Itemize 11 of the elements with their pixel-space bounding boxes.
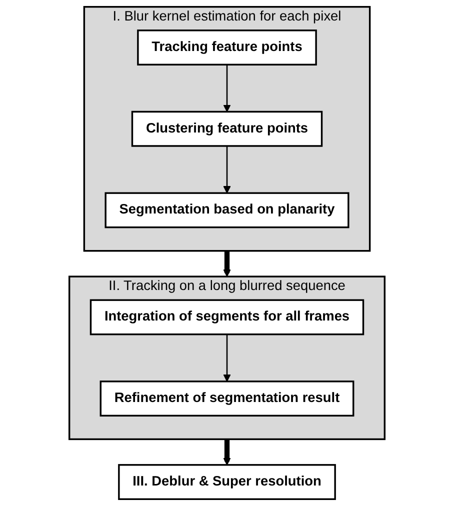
- arrow: [223, 64, 231, 112]
- node-box: Segmentation based on planarity: [104, 192, 350, 228]
- node-box: III. Deblur & Super resolution: [118, 464, 336, 500]
- arrow: [223, 250, 231, 277]
- node-box: Refinement of segmentation result: [100, 380, 354, 417]
- node-box: Integration of segments for all frames: [90, 299, 364, 336]
- arrow: [223, 438, 231, 466]
- node-box: Tracking feature points: [137, 30, 317, 66]
- arrow: [223, 334, 231, 382]
- node-box: Clustering feature points: [131, 110, 323, 147]
- arrow: [223, 146, 231, 194]
